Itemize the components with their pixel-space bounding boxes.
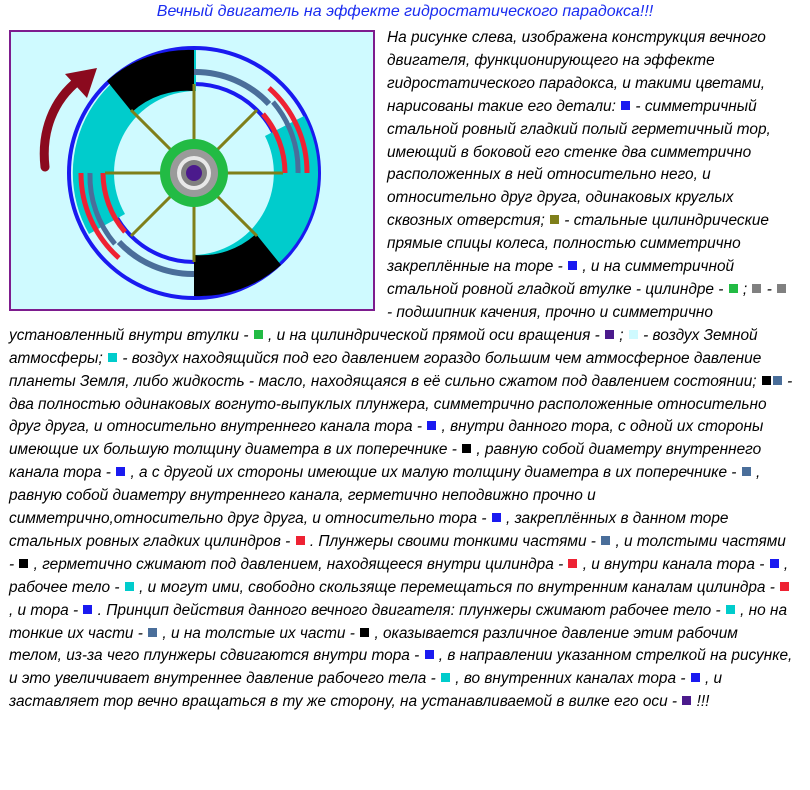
- figure-spacer: [9, 27, 387, 317]
- description-body: На рисунке слева, изображена конструкция…: [9, 29, 792, 710]
- text-segment: - стальные цилиндрические прямые спицы к…: [387, 212, 769, 276]
- color-swatch-cylinder: [295, 535, 305, 545]
- color-swatch-tor: [491, 513, 501, 523]
- cylinder-left-inner: [100, 172, 127, 234]
- rotation-arrow: [39, 75, 84, 172]
- page-title: Вечный двигатель на эффекте гидростатиче…: [156, 3, 654, 20]
- color-swatch-cylinder: [568, 558, 578, 568]
- cylinder-left-mid: [87, 172, 117, 246]
- text-segment: - воздух Земной атмосферы;: [9, 326, 758, 367]
- text-segment: На рисунке слева, изображена конструкция…: [387, 29, 766, 115]
- color-swatch-hub: [728, 283, 738, 293]
- text-segment: , в направлении указанном стрелкой на ри…: [9, 647, 793, 688]
- color-swatch-air_pressure: [441, 673, 451, 683]
- engine-drawing: [39, 46, 321, 300]
- color-swatch-plunger_thin: [148, 627, 158, 637]
- color-swatch-bearing: [752, 283, 762, 293]
- color-swatch-tor: [690, 673, 700, 683]
- text-segment: , равную собой диаметру внутреннего кана…: [9, 441, 762, 482]
- text-segment: , а с другой их стороны имеющие их малую…: [126, 464, 741, 482]
- text-segment: . Плунжеры своими тонкими частями -: [305, 532, 601, 550]
- text-segment: , и могут ими, свободно скользяще переме…: [134, 578, 780, 596]
- text-segment: , и на толстые их части -: [158, 624, 360, 642]
- text-segment: , и заставляет тор вечно вращаться в ту …: [9, 670, 723, 711]
- color-swatch-tor: [621, 100, 631, 110]
- text-segment: , во внутренних каналах тора -: [451, 670, 690, 688]
- text-segment: , и на симметричной стальной ровной глад…: [387, 258, 735, 298]
- text-segment: !!!: [692, 693, 710, 711]
- color-swatch-axis: [605, 329, 615, 339]
- cylinder-left-outer: [78, 172, 121, 260]
- plunger-thick-top: [107, 49, 194, 112]
- color-swatch-air_pressure: [124, 581, 134, 591]
- text-segment: - подшипник качения, прочно и симметричн…: [9, 303, 713, 344]
- text-segment: , и внутри канала тора -: [578, 555, 769, 573]
- text-segment: , внутри данного тора, с одной их сторон…: [9, 418, 764, 459]
- text-segment: . Принцип действия данного вечного двига…: [93, 601, 725, 619]
- cylinder-right-inner: [261, 112, 288, 174]
- color-swatch-plunger_thin: [601, 535, 611, 545]
- color-swatch-hub: [253, 329, 263, 339]
- plunger-thick-bottom: [194, 234, 281, 297]
- text-segment: , и на цилиндрической прямой оси вращени…: [263, 326, 605, 344]
- color-swatch-bearing: [777, 283, 787, 293]
- cylinder-right-mid: [271, 100, 301, 174]
- text-segment: , но на тонкие их части -: [9, 601, 788, 642]
- color-swatch-plunger_thin: [741, 467, 751, 477]
- plunger-thin-top: [193, 68, 272, 107]
- plunger-thin-bottom: [116, 239, 195, 278]
- color-swatch-plunger_thin: [772, 375, 782, 385]
- color-swatch-plunger_thick: [761, 375, 771, 385]
- text-segment: , герметично сжимают под давлением, нахо…: [29, 555, 568, 573]
- color-swatch-tor: [769, 558, 779, 568]
- color-swatch-spokes: [550, 215, 560, 225]
- color-swatch-plunger_thick: [19, 558, 29, 568]
- rotation-arrowhead: [65, 68, 97, 98]
- color-swatch-tor: [568, 261, 578, 271]
- color-swatch-tor: [116, 467, 126, 477]
- pressure-zone-right: [194, 116, 319, 297]
- text-segment: , оказывается различное давление этим ра…: [9, 624, 738, 665]
- color-swatch-air_pressure: [725, 604, 735, 614]
- color-swatch-plunger_thick: [360, 627, 370, 637]
- color-swatch-cylinder: [780, 581, 790, 591]
- color-swatch-air_pressure: [108, 352, 118, 362]
- torus-outer-ring: [67, 46, 321, 300]
- rotation-axis: [186, 165, 202, 181]
- engine-diagram: [9, 30, 375, 311]
- color-swatch-tor: [83, 604, 93, 614]
- text-segment: , закреплённых в данном торе стальных ро…: [9, 510, 729, 550]
- text-segment: ;: [738, 280, 752, 298]
- text-segment: ;: [615, 326, 628, 344]
- color-swatch-tor: [424, 650, 434, 660]
- color-swatch-plunger_thick: [462, 444, 472, 454]
- text-segment: -: [762, 280, 777, 298]
- text-segment: - воздух находящийся под его давлением г…: [9, 349, 762, 390]
- text-segment: , и толстыми частями -: [9, 532, 786, 573]
- color-swatch-air_atm: [628, 329, 638, 339]
- text-segment: , равную собой диаметру внутреннего кана…: [9, 464, 761, 528]
- description-text: На рисунке слева, изображена конструкция…: [9, 27, 794, 714]
- cylinder-right-outer: [267, 86, 310, 174]
- text-segment: - два полностью одинаковых вогнуто-выпук…: [9, 372, 793, 436]
- text-segment: - симметричный стальной ровный гладкий п…: [387, 97, 771, 230]
- text-segment: , и тора -: [9, 601, 83, 619]
- color-swatch-axis: [682, 696, 692, 706]
- color-swatch-tor: [427, 421, 437, 431]
- text-segment: , рабочее тело -: [9, 555, 789, 596]
